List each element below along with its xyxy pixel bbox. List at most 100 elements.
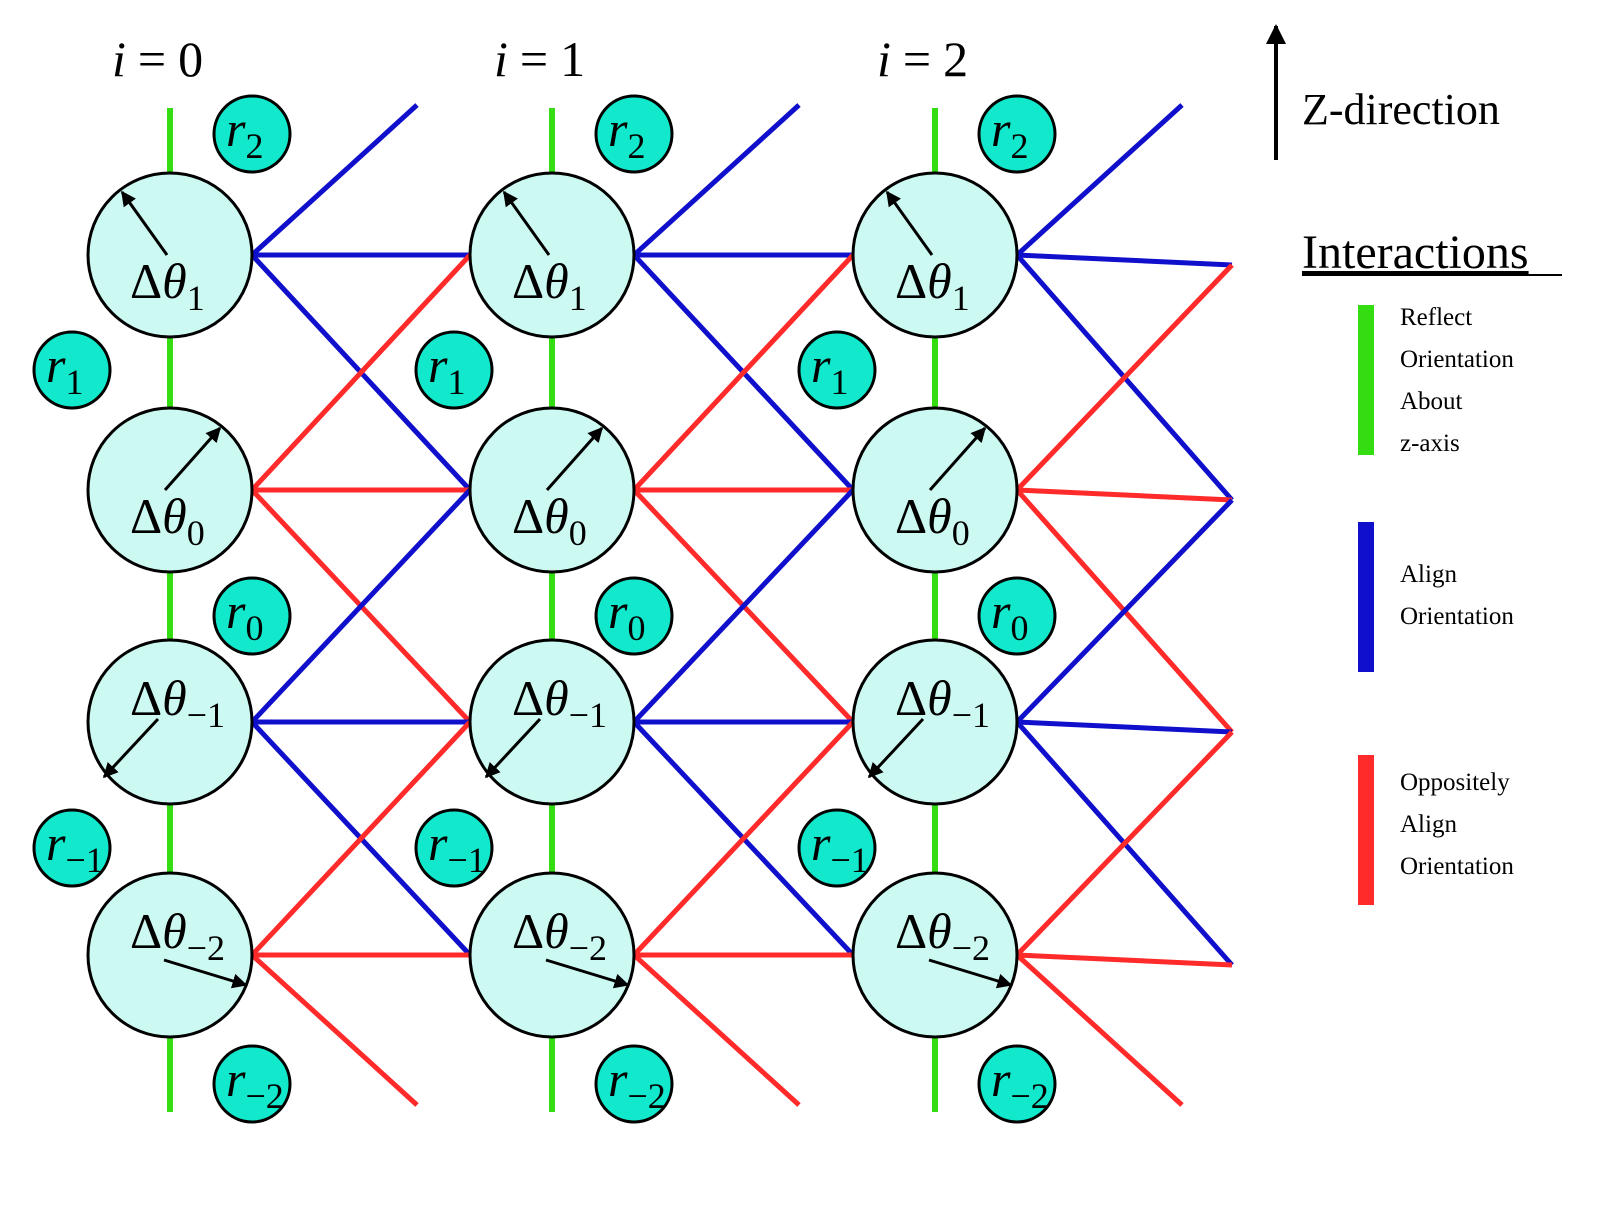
r-subscript: 1 bbox=[65, 362, 83, 402]
node-circle-shape bbox=[851, 171, 1019, 339]
legend: Interactions ReflectOrientationAboutz-ax… bbox=[1302, 226, 1562, 905]
r-var: r bbox=[428, 337, 448, 393]
opposite-align-edge bbox=[1015, 730, 1234, 957]
legend-title: Interactions bbox=[1302, 226, 1529, 279]
column-label: i=0 bbox=[112, 31, 203, 87]
z-direction-label: Z-direction bbox=[1302, 85, 1500, 134]
node-subscript: −1 bbox=[952, 695, 990, 735]
node-label: Δθ0 bbox=[130, 488, 205, 553]
opposite-align-edge bbox=[632, 720, 855, 957]
r-var: r bbox=[428, 815, 448, 871]
r-subscript: −2 bbox=[1010, 1076, 1048, 1116]
node-circle: Δθ−1 bbox=[851, 638, 1019, 806]
node-subscript: 0 bbox=[187, 513, 205, 553]
r-label-bubble bbox=[32, 808, 112, 888]
r-subscript: −1 bbox=[65, 840, 103, 880]
column-eq: = bbox=[520, 31, 548, 87]
r-label-text: r0 bbox=[608, 583, 645, 648]
align-edge bbox=[1015, 498, 1234, 724]
theta-symbol: θ bbox=[927, 670, 952, 726]
r-label-bubble bbox=[594, 576, 674, 656]
node-subscript: 1 bbox=[187, 278, 205, 318]
orientation-arrow-icon bbox=[484, 717, 542, 779]
r-var: r bbox=[991, 101, 1011, 157]
r-label-text: r1 bbox=[46, 337, 83, 402]
r-subscript: −1 bbox=[447, 840, 485, 880]
legend-item-text: Orientation bbox=[1400, 853, 1514, 880]
node-circle-shape bbox=[851, 638, 1019, 806]
node-circle-shape bbox=[468, 171, 636, 339]
delta-symbol: Δ bbox=[895, 670, 927, 726]
r-label: r−2 bbox=[977, 1044, 1057, 1124]
r-label-text: r−1 bbox=[428, 815, 486, 880]
r-label-bubble bbox=[212, 94, 292, 174]
node-subscript: 1 bbox=[569, 278, 587, 318]
r-var: r bbox=[811, 815, 831, 871]
r-label-text: r0 bbox=[226, 583, 263, 648]
column-index-var: i bbox=[877, 31, 891, 87]
reflect-connectors bbox=[167, 108, 938, 1112]
node-circle: Δθ−2 bbox=[86, 871, 254, 1039]
r-subscript: −2 bbox=[245, 1076, 283, 1116]
node-circle-shape bbox=[468, 871, 636, 1039]
orientation-arrow-icon bbox=[102, 717, 160, 779]
orientation-arrow-icon bbox=[163, 426, 222, 491]
node-label: Δθ0 bbox=[895, 488, 970, 553]
node-grid: Δθ1Δθ0Δθ−1Δθ−2Δθ1Δθ0Δθ−1Δθ−2Δθ1Δθ0Δθ−1Δθ… bbox=[86, 171, 1019, 1039]
column-eq: = bbox=[138, 31, 166, 87]
node-circle-shape bbox=[86, 638, 254, 806]
orientation-arrow-icon bbox=[885, 190, 934, 256]
r-var: r bbox=[46, 337, 66, 393]
r-label-bubble bbox=[212, 1044, 292, 1124]
r-label: r1 bbox=[32, 330, 112, 410]
r-label: r−2 bbox=[212, 1044, 292, 1124]
node-circle: Δθ1 bbox=[851, 171, 1019, 339]
column-label: i=2 bbox=[877, 31, 968, 87]
theta-symbol: θ bbox=[927, 488, 952, 544]
r-var: r bbox=[991, 1051, 1011, 1107]
legend-item-text: About bbox=[1400, 388, 1463, 415]
z-direction-indicator: Z-direction bbox=[1266, 24, 1500, 160]
r-label-text: r−2 bbox=[608, 1051, 666, 1116]
theta-symbol: θ bbox=[544, 903, 569, 959]
legend-item-text: Orientation bbox=[1400, 603, 1514, 630]
orientation-arrow-icon bbox=[163, 958, 248, 989]
column-label: i=1 bbox=[494, 31, 585, 87]
r-subscript: 1 bbox=[830, 362, 848, 402]
node-subscript: 0 bbox=[952, 513, 970, 553]
r-label: r−1 bbox=[32, 808, 112, 888]
delta-symbol: Δ bbox=[512, 903, 544, 959]
delta-symbol: Δ bbox=[512, 253, 544, 309]
r-label-bubble bbox=[977, 1044, 1057, 1124]
delta-symbol: Δ bbox=[130, 253, 162, 309]
orientation-arrow-icon bbox=[545, 958, 630, 989]
node-subscript: 0 bbox=[569, 513, 587, 553]
theta-symbol: θ bbox=[927, 903, 952, 959]
r-label-text: r1 bbox=[811, 337, 848, 402]
node-circle: Δθ1 bbox=[468, 171, 636, 339]
opposite-align-edge-stub bbox=[250, 953, 419, 1107]
opposite-align-edge bbox=[250, 253, 472, 492]
delta-symbol: Δ bbox=[895, 253, 927, 309]
node-circle: Δθ0 bbox=[468, 406, 636, 574]
node-subscript: −2 bbox=[952, 928, 990, 968]
align-edge-stub bbox=[250, 103, 419, 257]
node-label: Δθ−1 bbox=[512, 670, 607, 735]
column-index-value: 1 bbox=[560, 31, 585, 87]
r-label: r0 bbox=[977, 576, 1057, 656]
r-label: r0 bbox=[212, 576, 292, 656]
node-subscript: −2 bbox=[187, 928, 225, 968]
r-label: r2 bbox=[212, 94, 292, 174]
node-label: Δθ1 bbox=[895, 253, 970, 318]
orientation-arrow-icon bbox=[867, 717, 925, 779]
node-circle-shape bbox=[851, 871, 1019, 1039]
r-label-bubble bbox=[414, 330, 494, 410]
r-subscript: −2 bbox=[627, 1076, 665, 1116]
node-label: Δθ−2 bbox=[130, 903, 225, 968]
r-var: r bbox=[226, 101, 246, 157]
r-label: r1 bbox=[797, 330, 877, 410]
interaction-edges bbox=[250, 103, 1234, 1107]
